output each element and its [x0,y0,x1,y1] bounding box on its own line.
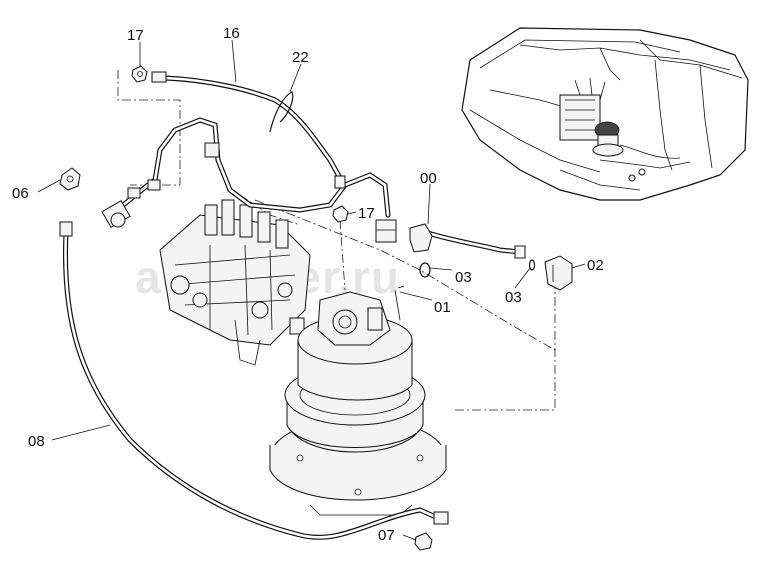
callout-03-right: 03 [505,289,522,306]
callout-17-top: 17 [127,27,144,44]
callout-08: 08 [28,433,45,450]
callout-17-middle: 17 [358,205,375,222]
callout-02: 02 [587,257,604,274]
clamp-22 [269,91,294,133]
hose-00 [409,223,526,259]
callout-00: 00 [420,170,437,187]
pipe-assembly [101,117,397,243]
callout-06: 06 [12,185,29,202]
hose-16 [151,71,346,189]
callout-labels: 17 16 22 06 00 17 03 02 03 01 08 07 [12,25,604,544]
callout-22: 22 [292,49,309,66]
callout-07: 07 [378,527,395,544]
callout-leaders [37,39,586,541]
elbow-fitting-02 [544,255,573,291]
callout-03-left: 03 [455,269,472,286]
o-ring-03-left [419,262,431,278]
control-valve-assembly [159,199,311,366]
elbow-fitting-06 [59,167,81,191]
fitting-17-middle [332,205,349,223]
machine-overview-illustration [461,27,749,201]
fitting-07 [414,532,433,551]
o-ring-03-right [528,259,536,271]
swing-motor-assembly [269,285,447,516]
callout-01: 01 [434,299,451,316]
hose-08 [59,221,449,540]
fitting-17-top [131,65,148,83]
callout-16: 16 [223,25,240,42]
